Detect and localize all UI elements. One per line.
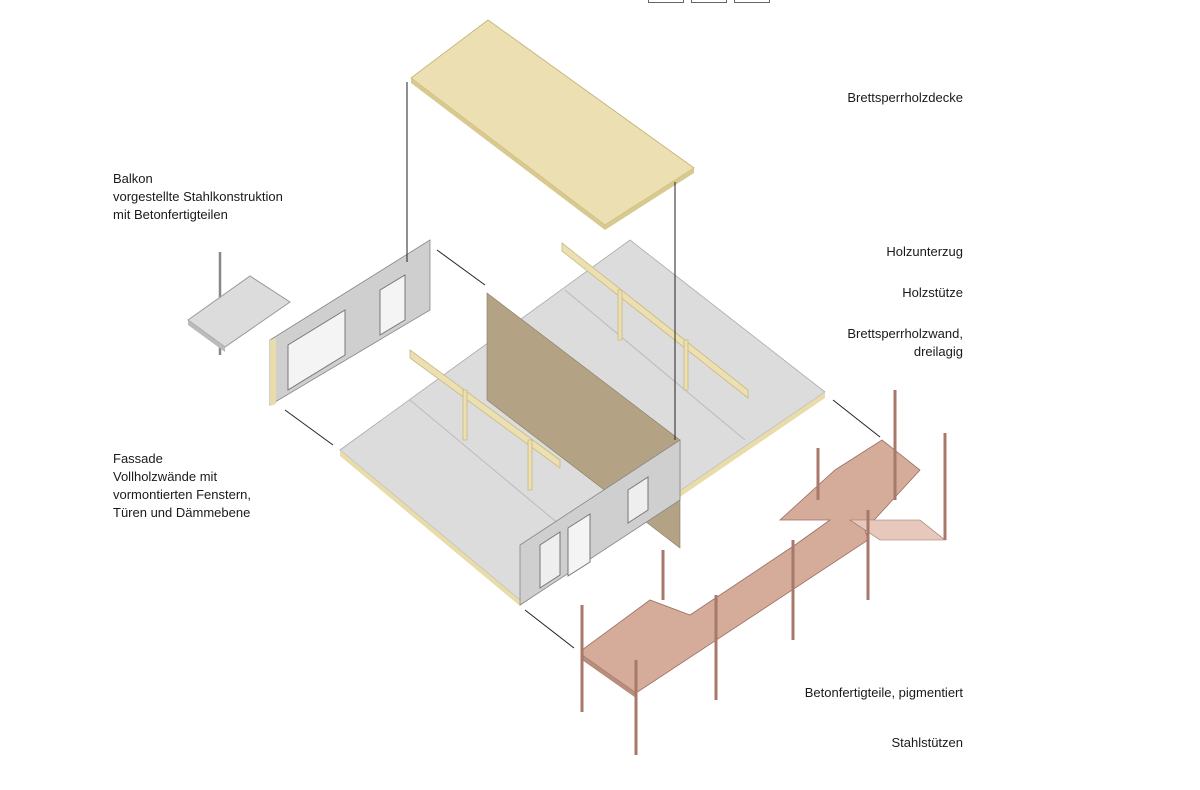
balcony bbox=[187, 252, 291, 355]
label-line: Brettsperrholzwand, bbox=[847, 326, 963, 341]
label-line: vorgestellte Stahlkonstruktion bbox=[113, 189, 283, 204]
timber-beams bbox=[409, 242, 749, 491]
toolbar-tab-2[interactable] bbox=[691, 0, 727, 3]
clt-ceiling bbox=[410, 19, 695, 230]
label-line: Türen und Dämmebene bbox=[113, 505, 251, 520]
toolbar-tab-1[interactable] bbox=[648, 0, 684, 3]
label-beam: Holzunterzug bbox=[886, 244, 963, 259]
label-line: Fassade bbox=[113, 451, 163, 466]
label-timber-column: Holzstütze bbox=[902, 285, 963, 300]
leader-lines bbox=[284, 82, 881, 649]
steel-columns bbox=[580, 390, 947, 755]
label-steel-columns: Stahlstützen bbox=[891, 735, 963, 750]
facade-left bbox=[269, 239, 431, 406]
label-line: Vollholzwände mit bbox=[113, 469, 218, 484]
label-ceiling: Brettsperrholzdecke bbox=[847, 90, 963, 105]
precast-concrete-deck bbox=[581, 439, 946, 698]
label-line: Balkon bbox=[113, 171, 153, 186]
label-precast: Betonfertigteile, pigmentiert bbox=[804, 685, 963, 700]
facade-front bbox=[519, 439, 681, 606]
label-line: mit Betonfertigteilen bbox=[113, 207, 228, 222]
toolbar-tab-3[interactable] bbox=[734, 0, 770, 3]
label-line: dreilagig bbox=[913, 344, 963, 359]
label-facade: Fassade Vollholzwände mit vormontierten … bbox=[113, 450, 251, 522]
label-balcony: Balkon vorgestellte Stahlkonstruktion mi… bbox=[113, 170, 283, 224]
label-line: vormontierten Fenstern, bbox=[113, 487, 252, 502]
label-clt-wall: Brettsperrholzwand, dreilagig bbox=[847, 325, 963, 361]
